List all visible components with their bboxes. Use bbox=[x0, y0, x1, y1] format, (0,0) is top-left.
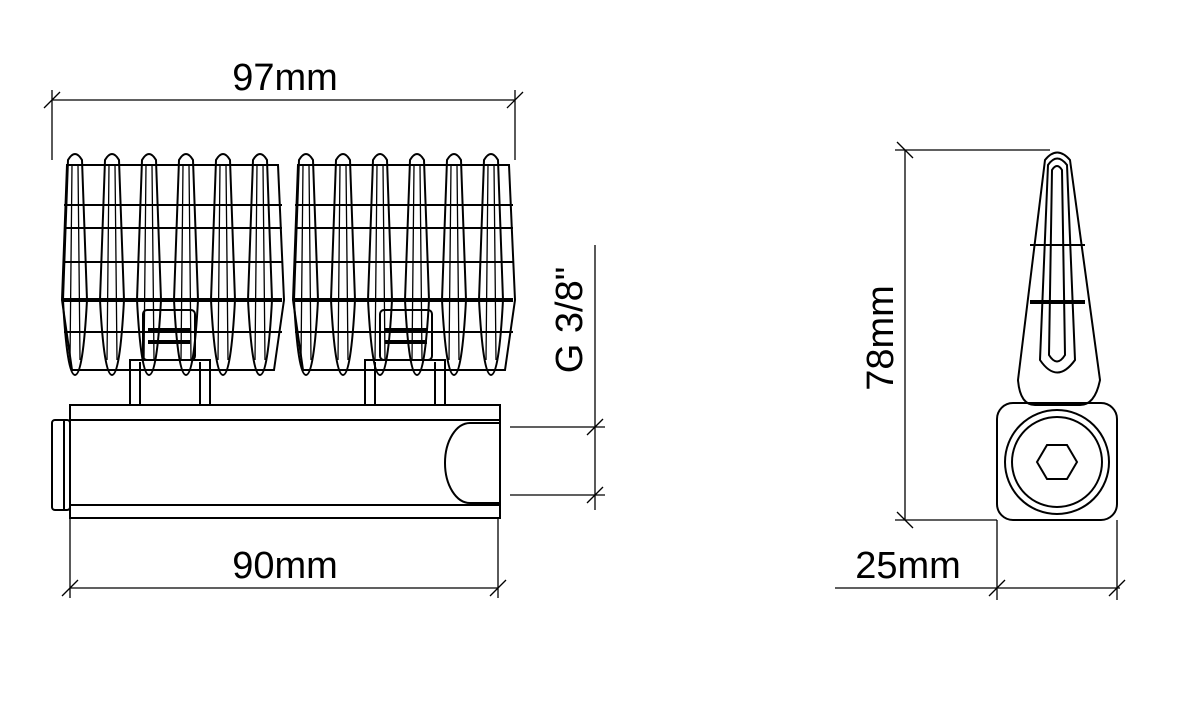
valve-stems bbox=[129, 309, 446, 406]
valve-body-end bbox=[996, 402, 1118, 521]
dimension-label-thread: G 3/8" bbox=[549, 267, 591, 373]
front-view: 97mm 90mm bbox=[43, 57, 605, 598]
dimension-25mm: 25mm bbox=[835, 520, 1126, 600]
knob-rib bbox=[61, 153, 89, 377]
knob-rib bbox=[209, 153, 237, 377]
dimension-label-25mm: 25mm bbox=[855, 545, 961, 587]
knob-rib bbox=[477, 153, 505, 377]
knob-rib bbox=[98, 153, 126, 377]
dimension-label-97mm: 97mm bbox=[232, 57, 338, 99]
valve-knobs bbox=[60, 153, 517, 377]
dimension-78mm: 78mm bbox=[860, 141, 1050, 529]
dimension-label-90mm: 90mm bbox=[232, 545, 338, 587]
knob-rib bbox=[246, 153, 274, 377]
valve-knob bbox=[291, 153, 517, 377]
dimension-label-78mm: 78mm bbox=[860, 285, 902, 391]
knob-rib bbox=[292, 153, 320, 377]
valve-label-plate bbox=[379, 309, 433, 361]
side-view: 78mm 25mm bbox=[835, 141, 1126, 600]
valve-lever bbox=[1016, 151, 1102, 406]
hex-socket-icon bbox=[1035, 444, 1079, 480]
valve-label-plate bbox=[142, 309, 196, 361]
knob-rib bbox=[329, 153, 357, 377]
dimension-thread: G 3/8" bbox=[510, 245, 605, 510]
dimension-90mm: 90mm bbox=[61, 518, 507, 598]
knob-rib bbox=[440, 153, 468, 377]
manifold-body bbox=[51, 404, 501, 519]
dimension-97mm: 97mm bbox=[43, 57, 524, 160]
